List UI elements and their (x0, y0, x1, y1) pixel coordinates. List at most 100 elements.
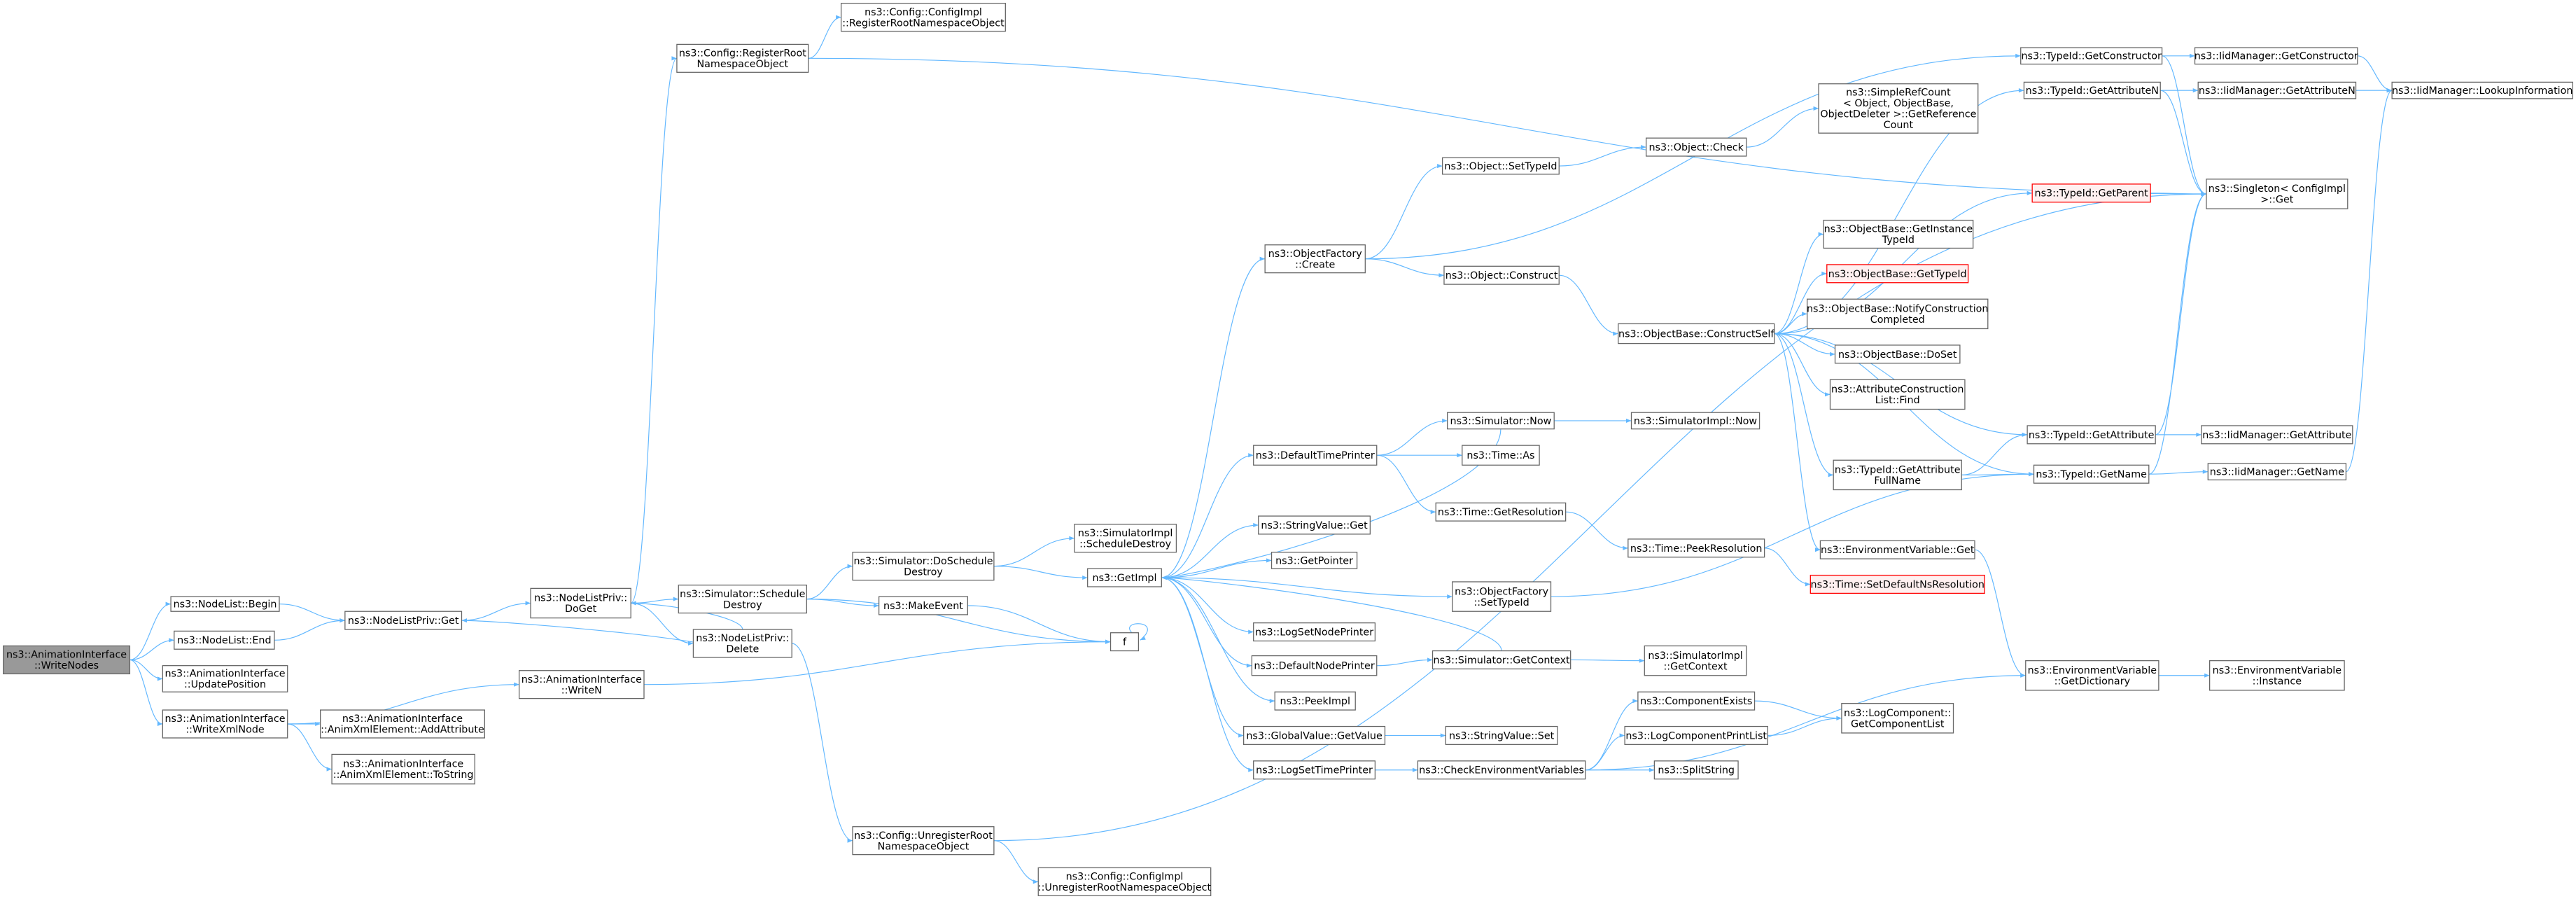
node-ns3-animationinterface-updateposition[interactable]: ns3::AnimationInterface::UpdatePosition (162, 665, 288, 692)
node-label: ns3::Simulator::Now (1450, 416, 1552, 427)
node-ns3-makeevent[interactable]: ns3::MakeEvent (878, 596, 968, 615)
node-ns3-checkenvironmentvariables[interactable]: ns3::CheckEnvironmentVariables (1417, 760, 1586, 780)
node-label: ::Create (1295, 259, 1335, 270)
node-label: ns3::DefaultTimePrinter (1256, 450, 1375, 461)
edge-n14-n16 (993, 566, 1088, 578)
node-ns3-nodelistpriv-get[interactable]: ns3::NodeListPriv::Get (344, 611, 463, 630)
node-box (3, 645, 131, 675)
node-ns3-animationinterface-animxmlelement-addattribute[interactable]: ns3::AnimationInterface::AnimXmlElement:… (320, 709, 485, 739)
node-ns3-stringvalue-set[interactable]: ns3::StringValue::Set (1445, 725, 1558, 745)
node-ns3-splitstring[interactable]: ns3::SplitString (1653, 760, 1739, 780)
node-ns3-objectfactory-settypeid[interactable]: ns3::ObjectFactory::SetTypeId (1452, 581, 1552, 612)
node-ns3-animationinterface-writexmlnode[interactable]: ns3::AnimationInterface::WriteXmlNode (162, 709, 288, 739)
node-ns3-typeid-getattribute[interactable]: ns3::TypeId::GetAttribute (2026, 425, 2156, 445)
node-ns3-environmentvariable-instance[interactable]: ns3::EnvironmentVariable::Instance (2208, 660, 2345, 691)
node-ns3-peekimpl[interactable]: ns3::PeekImpl (1274, 691, 1356, 711)
arrowhead-icon (1818, 232, 1824, 237)
node-ns3-object-settypeid[interactable]: ns3::Object::SetTypeId (1441, 157, 1560, 175)
node-ns3-nodelistpriv-doget[interactable]: ns3::NodeListPriv::DoGet (530, 587, 631, 619)
node-ns3-object-construct[interactable]: ns3::Object::Construct (1443, 265, 1560, 285)
node-label: ns3::CheckEnvironmentVariables (1419, 765, 1584, 776)
edge-n27-n32 (2162, 55, 2207, 195)
node-ns3-objectbase-doset[interactable]: ns3::ObjectBase::DoSet (1834, 344, 1961, 364)
node-ns3-simulatorimpl-scheduledestroy[interactable]: ns3::SimulatorImpl::ScheduleDestroy (1074, 524, 1177, 553)
node-ns3-time-setdefaultnsresolution[interactable]: ns3::Time::SetDefaultNsResolution (1809, 574, 1985, 594)
edge-n8-n12 (630, 57, 678, 604)
node-ns3-logsettimeprinter[interactable]: ns3::LogSetTimePrinter (1253, 760, 1376, 780)
node-box (1806, 298, 1989, 330)
node-ns3-iidmanager-lookupinformation[interactable]: ns3::IidManager::LookupInformation (2391, 81, 2573, 99)
node-ns3-getpointer[interactable]: ns3::GetPointer (1270, 552, 1358, 569)
node-ns3-logcomponent-getcomponentlist[interactable]: ns3::LogComponent::GetComponentList (1841, 703, 1954, 734)
node-ns3-nodelistpriv-delete[interactable]: ns3::NodeListPriv::Delete (692, 629, 792, 658)
node-ns3-objectbase-constructself[interactable]: ns3::ObjectBase::ConstructSelf (1618, 323, 1775, 344)
node-box (1253, 622, 1376, 642)
node-ns3-typeid-getparent[interactable]: ns3::TypeId::GetParent (2031, 183, 2151, 203)
node-ns3-iidmanager-getconstructor[interactable]: ns3::IidManager::GetConstructor (2194, 47, 2358, 65)
node-ns3-object-check[interactable]: ns3::Object::Check (1645, 137, 1747, 157)
node-ns3-time-peekresolution[interactable]: ns3::Time::PeekResolution (1628, 538, 1765, 558)
node-ns3-animationinterface-writen[interactable]: ns3::AnimationInterface::WriteN (518, 670, 645, 699)
node-ns3-defaulttimeprinter[interactable]: ns3::DefaultTimePrinter (1253, 445, 1378, 466)
node-ns3-simulatorimpl-now[interactable]: ns3::SimulatorImpl::Now (1630, 412, 1760, 430)
node-ns3-nodelist-end[interactable]: ns3::NodeList::End (174, 630, 275, 650)
node-ns3-environmentvariable-getdictionary[interactable]: ns3::EnvironmentVariable::GetDictionary (2025, 660, 2160, 691)
node-box (1644, 645, 1747, 676)
node-ns3-typeid-getattributen[interactable]: ns3::TypeId::GetAttributeN (2023, 81, 2161, 99)
edge-n4-n6 (287, 723, 332, 770)
node-ns3-typeid-getname[interactable]: ns3::TypeId::GetName (2033, 464, 2150, 484)
edge-n42-n32 (2148, 193, 2207, 475)
node-ns3-iidmanager-getattributen[interactable]: ns3::IidManager::GetAttributeN (2197, 81, 2357, 99)
arrowhead-icon (1259, 256, 1266, 261)
edge-n53-n54 (1565, 511, 1628, 549)
node-ns3-logcomponentprintlist[interactable]: ns3::LogComponentPrintList (1624, 725, 1768, 745)
node-label: ns3::ObjectFactory (1268, 249, 1363, 260)
node-ns3-animationinterface-animxmlelement-tostring[interactable]: ns3::AnimationInterface::AnimXmlElement:… (331, 753, 475, 785)
node-ns3-objectbase-gettypeid[interactable]: ns3::ObjectBase::GetTypeId (1826, 264, 1969, 284)
node-ns3-nodelist-begin[interactable]: ns3::NodeList::Begin (170, 596, 280, 612)
node-ns3-config-configimpl-registerrootnamespaceobject[interactable]: ns3::Config::ConfigImpl::RegisterRootNam… (840, 3, 1006, 32)
node-label: ::ScheduleDestroy (1079, 538, 1171, 550)
node-ns3-animationinterface-writenodes[interactable]: ns3::AnimationInterface::WriteNodes (3, 645, 131, 675)
node-label: GetComponentList (1851, 718, 1945, 730)
node-label: ns3::ComponentExists (1640, 696, 1752, 707)
node-ns3-simulator-now[interactable]: ns3::Simulator::Now (1447, 412, 1555, 430)
node-ns3-typeid-getconstructor[interactable]: ns3::TypeId::GetConstructor (2020, 47, 2163, 65)
node-ns3-objectfactory-create[interactable]: ns3::ObjectFactory::Create (1264, 244, 1366, 274)
node-ns3-environmentvariable-get[interactable]: ns3::EnvironmentVariable::Get (1819, 540, 1975, 559)
node-ns3-iidmanager-getattribute[interactable]: ns3::IidManager::GetAttribute (2201, 425, 2353, 445)
node-ns3-config-registerroot-namespaceobject[interactable]: ns3::Config::RegisterRootNamespaceObject (676, 43, 809, 73)
node-ns3-componentexists[interactable]: ns3::ComponentExists (1637, 691, 1756, 711)
node-ns3-simulatorimpl-getcontext[interactable]: ns3::SimulatorImpl::GetContext (1644, 645, 1747, 676)
node-ns3-simulator-schedule-destroy[interactable]: ns3::Simulator::ScheduleDestroy (678, 585, 807, 614)
node-label: ::WriteNodes (34, 660, 99, 671)
node-ns3-defaultnodeprinter[interactable]: ns3::DefaultNodePrinter (1251, 655, 1378, 676)
edge-n16-n59 (1161, 577, 1252, 667)
node-f[interactable]: f (1110, 632, 1140, 652)
node-ns3-iidmanager-getname[interactable]: ns3::IidManager::GetName (2207, 463, 2347, 481)
node-label: ns3::StringValue::Set (1449, 730, 1555, 741)
node-ns3-singleton-configimpl-get[interactable]: ns3::Singleton< ConfigImpl>::Get (2206, 179, 2348, 209)
node-label: ns3::ObjectFactory (1455, 586, 1549, 597)
node-label: ns3::IidManager::GetName (2210, 467, 2344, 478)
node-ns3-objectbase-notifyconstruction-completed[interactable]: ns3::ObjectBase::NotifyConstructionCompl… (1806, 298, 1989, 330)
node-ns3-globalvalue-getvalue[interactable]: ns3::GlobalValue::GetValue (1242, 725, 1386, 745)
arrowhead-icon (1814, 548, 1821, 552)
node-ns3-logsetnodeprinter[interactable]: ns3::LogSetNodePrinter (1253, 622, 1376, 642)
node-ns3-simulator-getcontext[interactable]: ns3::Simulator::GetContext (1432, 650, 1572, 670)
node-ns3-simplerefcount-object-objectbase-objectdeleter-getreference-count[interactable]: ns3::SimpleRefCount< Object, ObjectBase,… (1818, 83, 1979, 134)
node-ns3-getimpl[interactable]: ns3::GetImpl (1087, 568, 1162, 587)
node-ns3-config-configimpl-unregisterrootnamespaceobject[interactable]: ns3::Config::ConfigImpl::UnregisterRootN… (1037, 867, 1212, 896)
node-ns3-time-as[interactable]: ns3::Time::As (1462, 445, 1540, 466)
node-ns3-time-getresolution[interactable]: ns3::Time::GetResolution (1435, 502, 1567, 522)
node-ns3-config-unregisterroot-namespaceobject[interactable]: ns3::Config::UnregisterRootNamespaceObje… (852, 826, 995, 856)
edge-n42-n43 (2148, 471, 2208, 475)
edge-n1-n7 (279, 604, 345, 621)
node-ns3-stringvalue-get[interactable]: ns3::StringValue::Get (1258, 515, 1371, 535)
edge-n54-n45 (1764, 548, 1811, 585)
arrowhead-icon (1805, 582, 1811, 587)
